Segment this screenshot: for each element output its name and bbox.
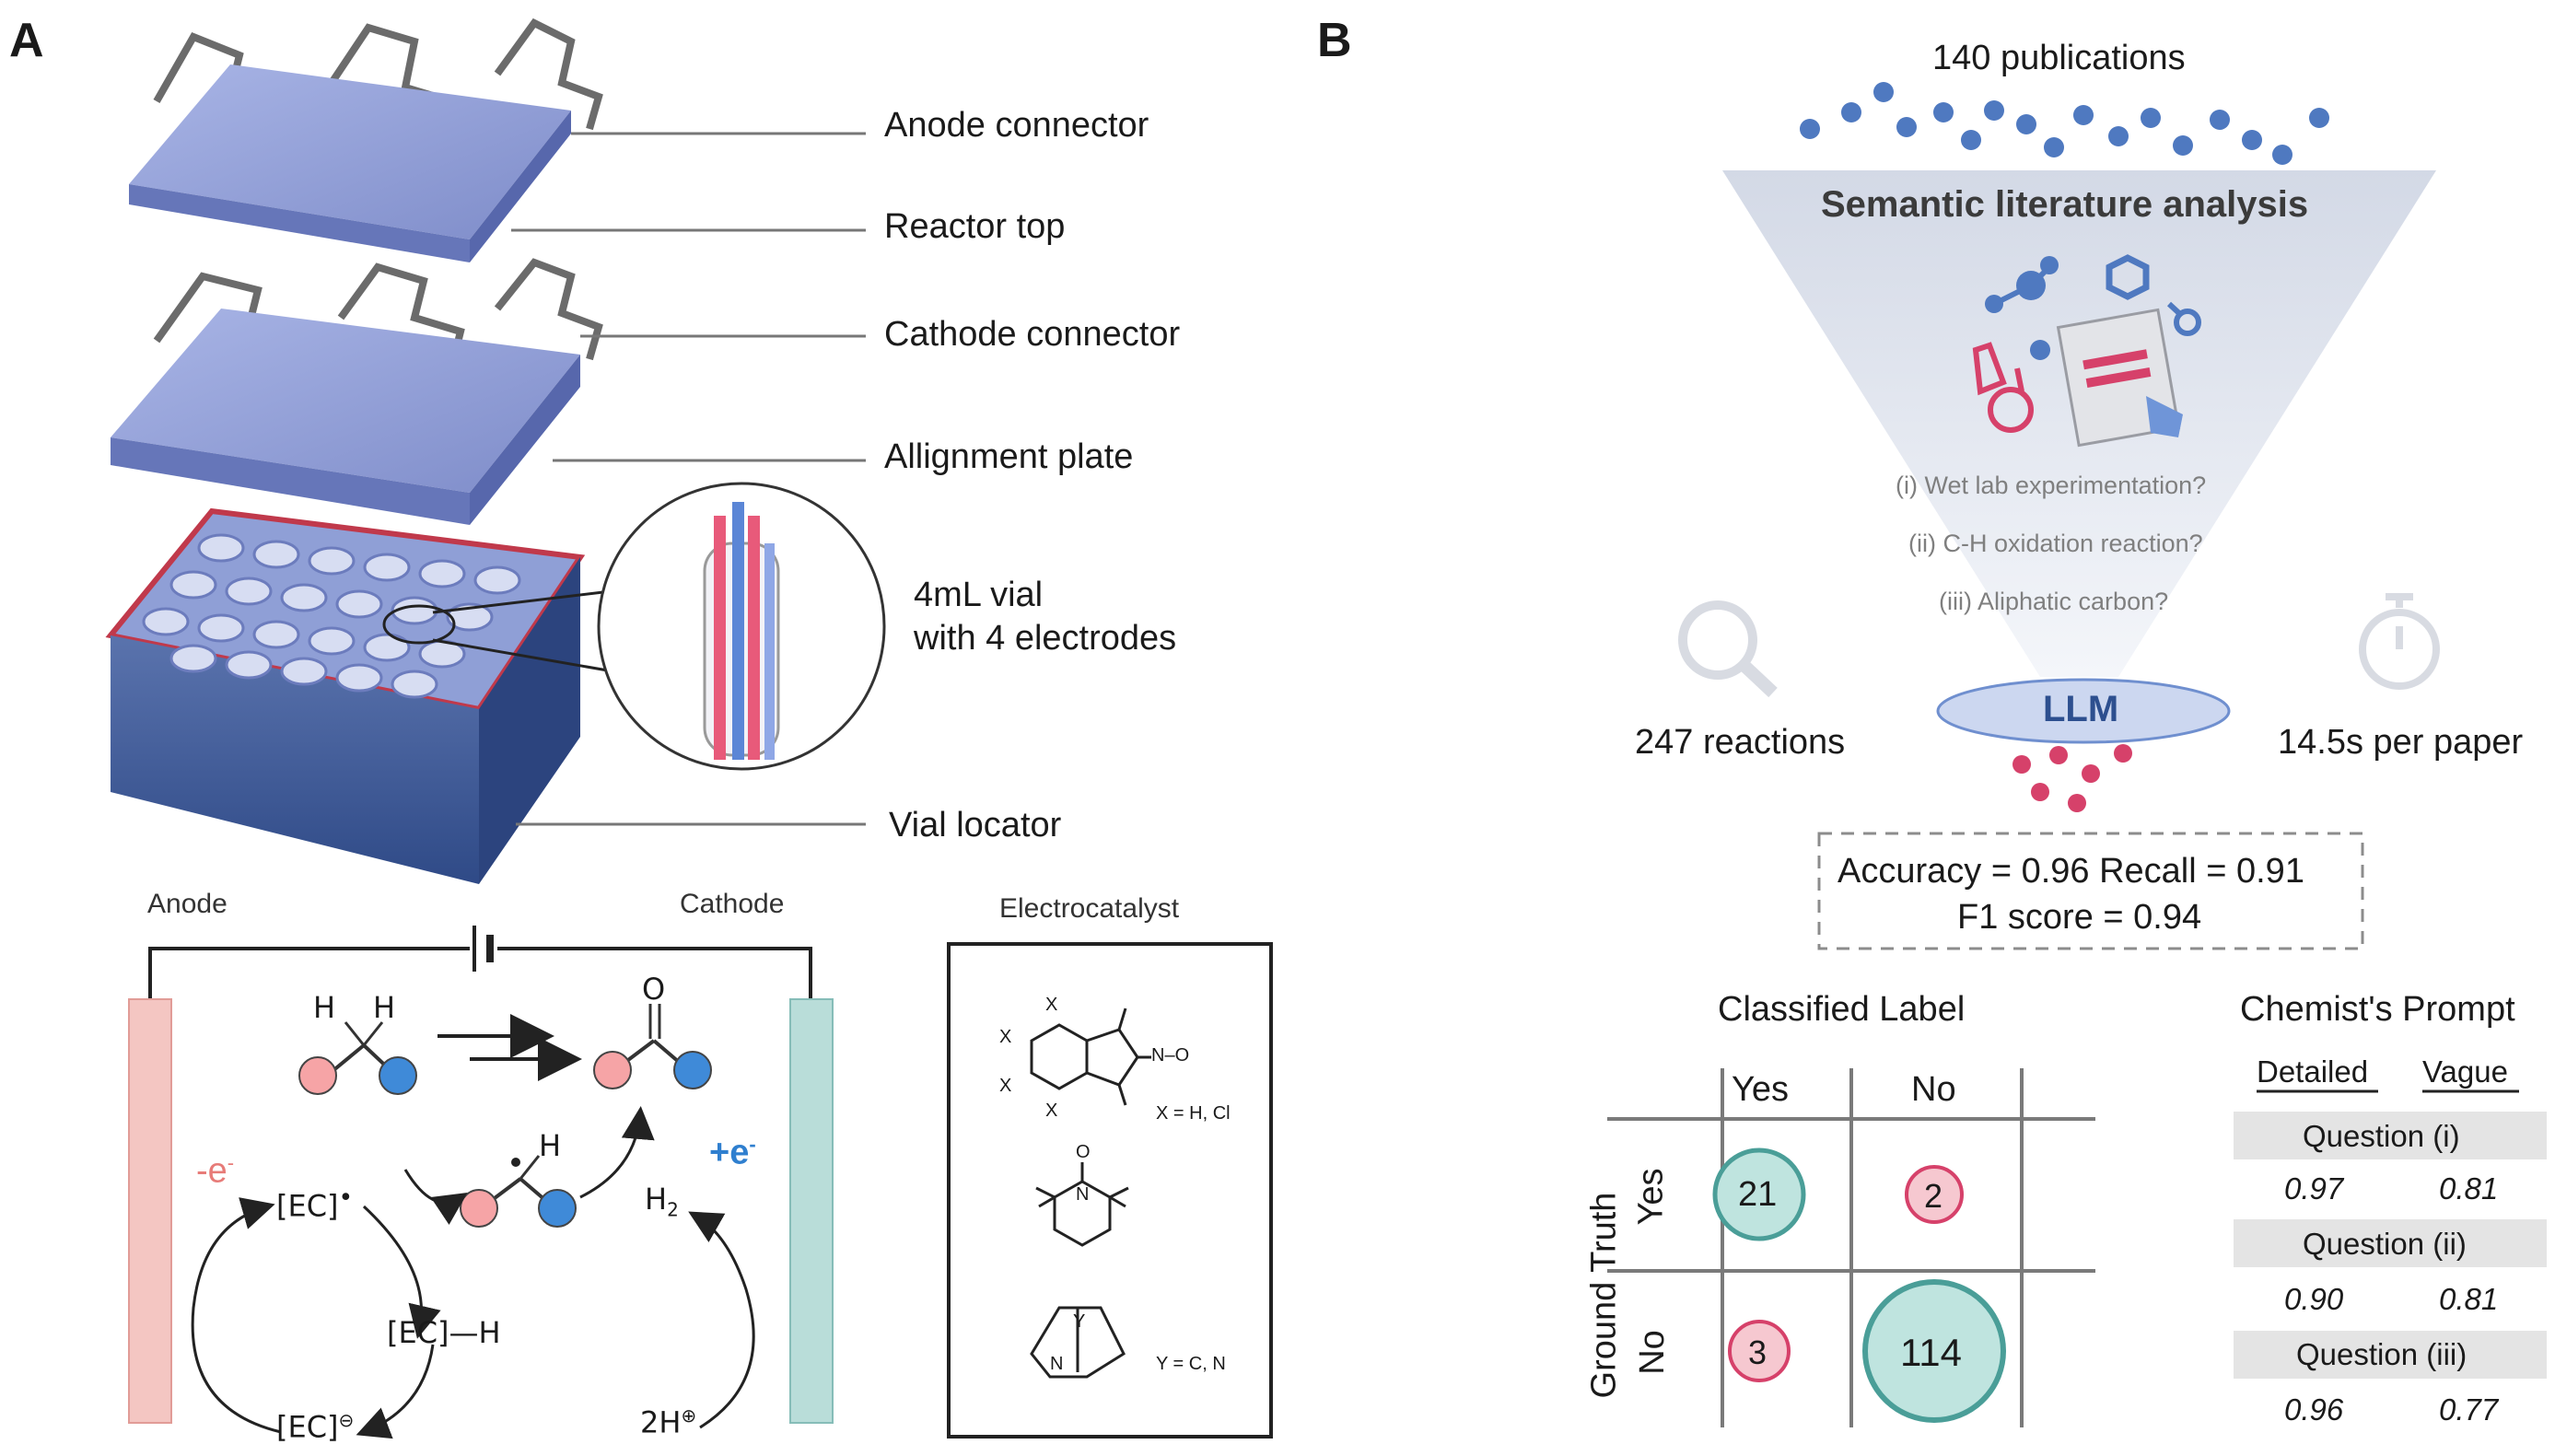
prompt-question-1: Question (i) (2303, 1119, 2460, 1153)
catalyst-x-top: X (1045, 995, 1058, 1015)
electrocatalyst-box (947, 942, 1273, 1439)
confusion-grid (1607, 1068, 2095, 1427)
catalyst-n2: N (1050, 1354, 1064, 1374)
minus-e: -e- (196, 1151, 235, 1191)
reactions-label: 247 reactions (1635, 723, 1846, 762)
metrics-line2: F1 score = 0.94 (1957, 898, 2202, 937)
substrate-ch2 (298, 1021, 417, 1095)
alignment-plate (111, 309, 580, 525)
prompt-vague-2: 0.81 (2439, 1282, 2499, 1316)
catalyst-n-o: N–O (1151, 1045, 1190, 1066)
prompt-question-2: Question (ii) (2303, 1227, 2467, 1261)
label-anode: Anode (147, 889, 228, 919)
value-tn: 114 (1900, 1331, 1962, 1374)
ec-anion: [EC]⊖ (276, 1409, 355, 1445)
value-fp: 3 (1748, 1334, 1768, 1371)
metrics-box (1817, 832, 2364, 950)
panel-a-letter: A (9, 14, 44, 67)
col-no: No (1911, 1070, 1956, 1109)
clipboard-icon (2056, 308, 2183, 448)
output-dots (2012, 744, 2132, 812)
h-radical: H (539, 1128, 562, 1163)
publications-label: 140 publications (1932, 39, 2186, 77)
prompt-detailed-1: 0.97 (2284, 1171, 2344, 1206)
flask-icons (1972, 342, 2034, 433)
prompt-title: Chemist's Prompt (2240, 990, 2515, 1029)
cathode-electrode (789, 998, 834, 1424)
ec-h: [EC]—H (387, 1315, 501, 1350)
row-no: No (1632, 1330, 1672, 1375)
catalyst-x-bottom: X (1045, 1101, 1058, 1121)
value-fn: 2 (1924, 1177, 1943, 1215)
llm-ellipse (1936, 678, 2231, 744)
equilibrium-arrows (438, 1014, 582, 1081)
funnel-title: Semantic literature analysis (1821, 184, 2309, 225)
cell-tn (1862, 1279, 2006, 1423)
label-electrocatalyst: Electrocatalyst (999, 893, 1180, 924)
panel-b-letter: B (1317, 14, 1352, 67)
plus-e: +e- (709, 1133, 756, 1172)
reactor-top-plate (129, 64, 571, 262)
row-yes: Yes (1631, 1168, 1671, 1226)
ground-truth-label: Ground Truth (1584, 1192, 1624, 1399)
h-left: H (313, 990, 336, 1025)
label-alignment-plate: Allignment plate (884, 437, 1134, 476)
cell-fp (1728, 1320, 1791, 1382)
prompt-detailed-2: 0.90 (2284, 1282, 2344, 1316)
label-cathode: Cathode (680, 889, 785, 919)
value-tp: 21 (1738, 1175, 1778, 1214)
cell-fn (1905, 1165, 1964, 1224)
catalyst-o: O (1076, 1142, 1091, 1162)
vial-holes (142, 533, 521, 699)
cycle-arrows (191, 1106, 755, 1439)
circuit (148, 926, 812, 999)
prompt-vague-1: 0.81 (2439, 1171, 2499, 1206)
radical-intermediate (460, 1155, 577, 1228)
two-h-plus: 2H⊕ (640, 1404, 697, 1440)
col-yes: Yes (1732, 1070, 1789, 1109)
stopwatch-icon (2359, 593, 2440, 690)
ec-radical: [EC]• (276, 1183, 354, 1224)
question-1: (i) Wet lab experimentation? (1896, 472, 2207, 499)
prompt-row-band (2234, 1112, 2547, 1159)
col-vague: Vague (2422, 1054, 2508, 1089)
prompt-row-band (2234, 1219, 2547, 1267)
molecule-icons (1985, 254, 2201, 360)
h-right: H (373, 990, 396, 1025)
prompt-vague-3: 0.77 (2439, 1392, 2499, 1427)
product-ketone (593, 1004, 712, 1089)
confusion-title: Classified Label (1718, 990, 1966, 1029)
metrics-line1: Accuracy = 0.96 Recall = 0.91 (1838, 852, 2304, 891)
o-label: O (642, 972, 666, 1007)
question-2: (ii) C-H oxidation reaction? (1908, 530, 2203, 557)
label-cathode-connector: Cathode connector (884, 315, 1181, 354)
catalyst-x-label: X = H, Cl (1156, 1103, 1231, 1124)
publication-dots (1800, 82, 2329, 165)
prompt-question-3: Question (iii) (2296, 1337, 2468, 1371)
vial-zoom-circle (597, 482, 886, 771)
catalyst-y: Y (1073, 1311, 1086, 1332)
label-vial-line2: with 4 electrodes (914, 619, 1177, 658)
col-detailed: Detailed (2257, 1054, 2369, 1089)
catalyst-y-label: Y = C, N (1156, 1354, 1226, 1374)
catalyst-x-left: X (999, 1027, 1012, 1047)
highlight-vial (382, 604, 456, 645)
label-vial-line1: 4mL vial (914, 576, 1044, 614)
catalyst-n: N (1076, 1184, 1090, 1205)
label-reactor-top: Reactor top (884, 207, 1066, 246)
catalyst-x-left2: X (999, 1076, 1012, 1096)
label-vial-locator: Vial locator (889, 806, 1062, 844)
catalyst-structures (1030, 1008, 1151, 1379)
cell-tp (1712, 1147, 1806, 1241)
label-anode-connector: Anode connector (884, 106, 1149, 145)
per-paper-label: 14.5s per paper (2278, 723, 2524, 762)
prompt-row-band (2234, 1331, 2547, 1379)
search-icon (1678, 600, 1778, 698)
llm-label: LLM (2043, 689, 2119, 729)
question-3: (iii) Aliphatic carbon? (1939, 588, 2169, 615)
anode-electrode (128, 998, 172, 1424)
prompt-detailed-3: 0.96 (2284, 1392, 2344, 1427)
h2: H2 (645, 1182, 679, 1221)
